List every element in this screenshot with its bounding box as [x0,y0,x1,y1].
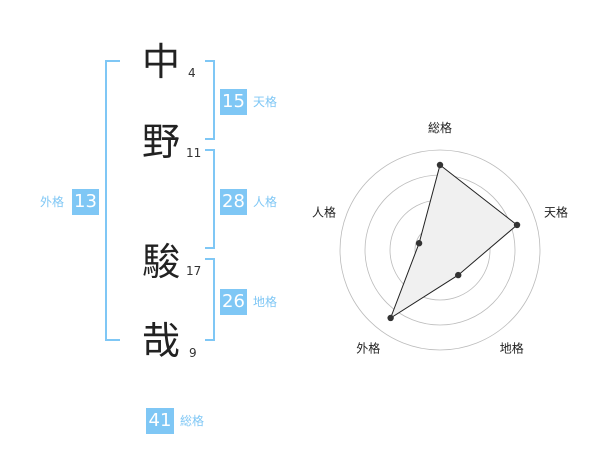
radar-axis-label-1: 天格 [544,204,568,219]
tenkaku-value: 15 [220,89,247,115]
stroke-count-4: 9 [189,346,197,360]
name-char-3: 駿 [141,240,180,284]
stroke-count-1: 4 [188,66,196,80]
radar-point-2 [455,271,462,279]
gaikaku-bracket [105,60,120,341]
jinkaku-bracket [205,149,215,249]
radar-ring-4 [339,149,541,351]
radar-axis-label-3: 外格 [356,341,380,356]
radar-grid [339,149,541,351]
radar-axis-label-0: 総格 [428,120,452,135]
gaikaku-value: 13 [72,189,99,215]
chikaku-label: 地格 [253,295,278,309]
radar-point-4 [415,240,423,247]
radar-axis-label-2: 地格 [500,341,524,356]
soukaku-value: 41 [146,408,174,434]
gaikaku-label: 外格 [40,195,65,209]
radar-points [387,161,521,322]
soukaku-label: 総格 [180,414,205,428]
tenkaku-bracket [205,60,215,140]
jinkaku-value: 28 [220,189,247,215]
name-char-1: 中 [141,40,180,84]
radar-axis-label-4: 人格 [312,204,336,219]
stroke-count-2: 11 [186,146,202,160]
radar-value-polygon [389,164,518,320]
radar-point-1 [513,221,521,229]
jinkaku-label: 人格 [253,195,278,209]
name-char-4: 哉 [141,319,180,363]
name-char-2: 野 [141,120,180,164]
radar-point-0 [436,161,444,169]
chikaku-bracket [205,258,215,341]
chikaku-value: 26 [220,289,247,315]
stroke-count-3: 17 [186,264,202,278]
tenkaku-label: 天格 [253,95,278,109]
radar-point-3 [387,314,394,322]
